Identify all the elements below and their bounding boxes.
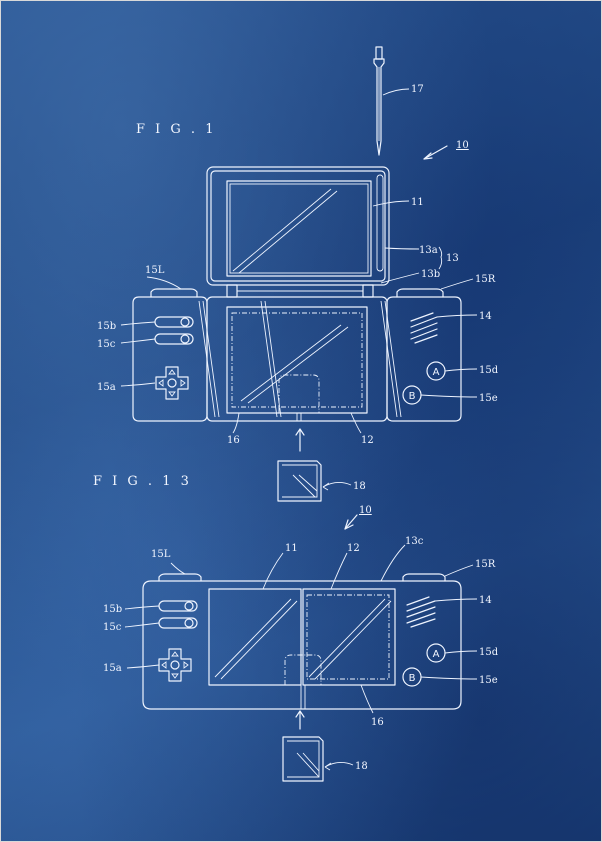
lower-frame-label: 16 <box>227 435 240 446</box>
figure-1-title: F I G . 1 <box>136 122 216 137</box>
left-screen-label: 11 <box>285 543 298 554</box>
upper-screen-label: 11 <box>411 197 424 208</box>
button-c-upper-label: 15c <box>97 339 116 350</box>
cartridge-insertion: 18 <box>277 428 366 502</box>
left-controls-fig13: 15b 15c 15a <box>103 600 198 682</box>
button-d-label: 15d <box>479 365 499 376</box>
button-b-upper-label: 15b <box>97 321 116 332</box>
button-e-label: 15e <box>479 393 498 404</box>
upper-housing: 11 13a 13 13b <box>206 166 459 286</box>
cartridge-insertion-fig13: 18 <box>282 710 368 782</box>
button-b: B <box>409 391 416 402</box>
lower-frame-label-fig13: 16 <box>371 717 384 728</box>
dual-screens-fig13: 11 12 16 <box>208 543 396 728</box>
button-e-label-fig13: 15e <box>479 675 498 686</box>
hinge-connectors <box>226 284 374 298</box>
device-ref-label-fig13: 10 <box>359 505 372 516</box>
stylus: 17 <box>373 46 424 156</box>
button-d-label-fig13: 15d <box>479 647 499 658</box>
speaker-label: 14 <box>479 311 492 322</box>
device-ref-label: 10 <box>456 140 469 151</box>
device-ref-10-fig13: 10 <box>344 505 372 530</box>
figure-13: F I G . 1 3 10 15L 15R 13c 15b <box>93 474 499 782</box>
figure-13-title: F I G . 1 3 <box>93 474 192 489</box>
left-shoulder-label: 15L <box>145 265 165 276</box>
figure-1: F I G . 1 10 17 11 13a <box>97 46 499 502</box>
right-shoulder-label: 15R <box>475 274 496 285</box>
button-a: A <box>433 367 440 378</box>
hinge-label: 13 <box>446 253 459 264</box>
speaker-label-fig13: 14 <box>479 595 492 606</box>
dpad-label: 15a <box>97 382 116 393</box>
dpad-label-fig13: 15a <box>103 663 122 674</box>
lower-left-wing: 15L 15b 15c 15a <box>97 265 220 422</box>
hinge-b-label: 13b <box>421 269 440 280</box>
hinge-a-label: 13a <box>419 245 438 256</box>
device-ref-10: 10 <box>423 140 469 160</box>
button-b-upper-label-fig13: 15b <box>103 604 122 615</box>
button-b-fig13: B <box>409 673 416 684</box>
right-controls-fig13: 14 A 15d B 15e <box>402 595 499 687</box>
right-shoulder-label-fig13: 15R <box>475 559 496 570</box>
right-screen-label: 12 <box>347 543 360 554</box>
cartridge-label-fig13: 18 <box>355 761 368 772</box>
flat-body: 15L 15R 13c <box>142 536 496 710</box>
button-c-upper-label-fig13: 15c <box>103 622 122 633</box>
stylus-label: 17 <box>411 84 424 95</box>
left-shoulder-label-fig13: 15L <box>151 549 171 560</box>
lower-screen-label: 12 <box>361 435 374 446</box>
cartridge-label: 18 <box>353 481 366 492</box>
body-edge-label: 13c <box>405 536 424 547</box>
lower-center: 16 12 <box>206 296 388 446</box>
lower-right-wing: 15R 14 A 15d B 15e <box>380 274 499 422</box>
button-a-fig13: A <box>433 649 440 660</box>
